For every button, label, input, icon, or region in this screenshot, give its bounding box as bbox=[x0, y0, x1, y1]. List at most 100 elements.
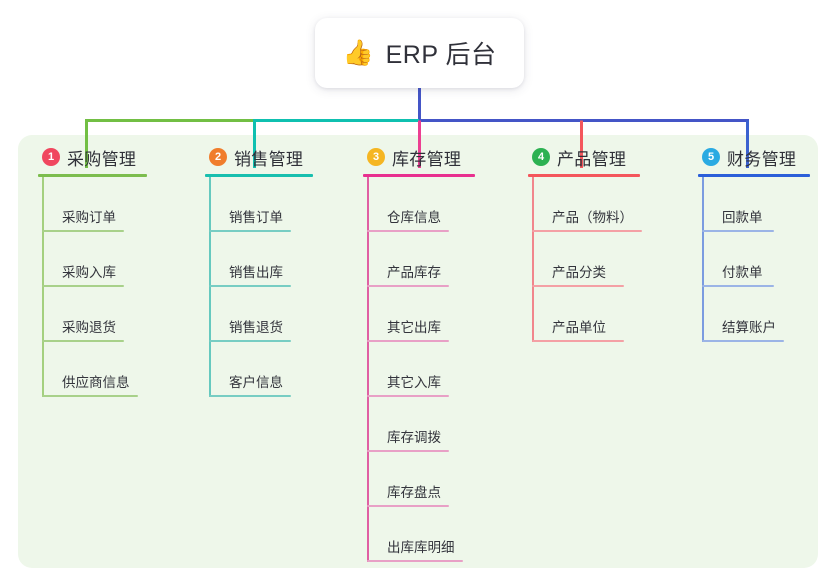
branch-item-label: 其它入库 bbox=[387, 375, 441, 391]
branch-item[interactable]: 产品（物料） bbox=[528, 177, 642, 232]
branch-item[interactable]: 回款单 bbox=[698, 177, 810, 232]
branch-item[interactable]: 出库库明细 bbox=[363, 507, 475, 562]
branch-item[interactable]: 销售订单 bbox=[205, 177, 313, 232]
branch-underline bbox=[528, 174, 640, 177]
branch-item[interactable]: 采购退货 bbox=[38, 287, 147, 342]
branch-item[interactable]: 销售退货 bbox=[205, 287, 313, 342]
branch-item-underline bbox=[367, 340, 449, 342]
branch-number-badge: 1 bbox=[42, 148, 60, 166]
branch-item[interactable]: 供应商信息 bbox=[38, 342, 147, 397]
branch-item-underline bbox=[209, 340, 291, 342]
branch-item-underline bbox=[367, 395, 449, 397]
branch-column-1[interactable]: 1 采购管理采购订单采购入库采购退货供应商信息 bbox=[38, 145, 147, 397]
branch-item[interactable]: 客户信息 bbox=[205, 342, 313, 397]
branch-item-underline bbox=[367, 560, 463, 562]
branch-column-3[interactable]: 3 库存管理仓库信息产品库存其它出库其它入库库存调拨库存盘点出库库明细 bbox=[363, 145, 475, 562]
branch-item-underline bbox=[532, 340, 624, 342]
branch-item-underline bbox=[42, 285, 124, 287]
branch-item[interactable]: 其它入库 bbox=[363, 342, 475, 397]
branch-item[interactable]: 库存调拨 bbox=[363, 397, 475, 452]
branch-item-list: 产品（物料） 产品分类产品单位 bbox=[528, 177, 642, 342]
branch-item-underline bbox=[209, 230, 291, 232]
branch-item-underline bbox=[42, 395, 138, 397]
branch-number-badge: 3 bbox=[367, 148, 385, 166]
branch-item-label: 销售出库 bbox=[229, 265, 283, 281]
branch-item[interactable]: 产品分类 bbox=[528, 232, 640, 287]
branch-item-underline bbox=[367, 285, 449, 287]
branch-item-label: 库存调拨 bbox=[387, 430, 441, 446]
branch-title: 销售管理 bbox=[234, 149, 304, 169]
branch-item-underline bbox=[209, 395, 291, 397]
branch-item-label: 采购入库 bbox=[62, 265, 116, 281]
branch-item[interactable]: 库存盘点 bbox=[363, 452, 475, 507]
branch-header-3[interactable]: 3 库存管理 bbox=[363, 145, 475, 169]
branch-item[interactable]: 结算账户 bbox=[698, 287, 810, 342]
branch-header-5[interactable]: 5 财务管理 bbox=[698, 145, 810, 169]
branch-item-label: 出库库明细 bbox=[387, 540, 455, 556]
branch-item[interactable]: 采购订单 bbox=[38, 177, 147, 232]
root-node[interactable]: 👍 ERP 后台 bbox=[315, 18, 524, 88]
branch-item[interactable]: 销售出库 bbox=[205, 232, 313, 287]
branch-item-label: 供应商信息 bbox=[62, 375, 130, 391]
branch-underline bbox=[205, 174, 313, 177]
branch-number-badge: 5 bbox=[702, 148, 720, 166]
branch-item-label: 付款单 bbox=[722, 265, 763, 281]
branch-item[interactable]: 仓库信息 bbox=[363, 177, 475, 232]
branch-item-list: 销售订单销售出库销售退货客户信息 bbox=[205, 177, 313, 397]
branch-item-underline bbox=[367, 450, 449, 452]
branch-item-label: 客户信息 bbox=[229, 375, 283, 391]
branch-title: 产品管理 bbox=[557, 149, 627, 169]
branch-item-label: 销售订单 bbox=[229, 210, 283, 226]
branch-item-list: 回款单付款单结算账户 bbox=[698, 177, 810, 342]
branch-title: 采购管理 bbox=[67, 149, 137, 169]
branch-item-underline bbox=[42, 230, 124, 232]
branch-item-underline bbox=[532, 285, 624, 287]
branch-item[interactable]: 其它出库 bbox=[363, 287, 475, 342]
branch-spine bbox=[42, 177, 44, 397]
branch-title: 库存管理 bbox=[392, 149, 462, 169]
branch-item-label: 产品（物料） bbox=[552, 210, 633, 226]
branch-item-label: 仓库信息 bbox=[387, 210, 441, 226]
branch-item-underline bbox=[702, 285, 774, 287]
branch-item-label: 结算账户 bbox=[722, 320, 776, 336]
branch-column-5[interactable]: 5 财务管理回款单付款单结算账户 bbox=[698, 145, 810, 342]
branch-item-underline bbox=[367, 230, 449, 232]
branch-item-list: 采购订单采购入库采购退货供应商信息 bbox=[38, 177, 147, 397]
branch-item-list: 仓库信息产品库存其它出库其它入库库存调拨库存盘点出库库明细 bbox=[363, 177, 475, 562]
branch-item-underline bbox=[702, 230, 774, 232]
branch-item-underline bbox=[702, 340, 784, 342]
branch-item[interactable]: 产品单位 bbox=[528, 287, 640, 342]
branch-item-label: 其它出库 bbox=[387, 320, 441, 336]
branch-item-label: 产品分类 bbox=[552, 265, 606, 281]
branch-item-underline bbox=[367, 505, 449, 507]
thumbs-up-icon: 👍 bbox=[342, 38, 374, 67]
branch-spine bbox=[209, 177, 211, 397]
branch-item-label: 产品单位 bbox=[552, 320, 606, 336]
branch-spine bbox=[702, 177, 704, 342]
branch-item-label: 采购订单 bbox=[62, 210, 116, 226]
branch-item-label: 销售退货 bbox=[229, 320, 283, 336]
branch-number-badge: 4 bbox=[532, 148, 550, 166]
branch-header-1[interactable]: 1 采购管理 bbox=[38, 145, 147, 169]
branch-header-4[interactable]: 4 产品管理 bbox=[528, 145, 640, 169]
branch-item[interactable]: 付款单 bbox=[698, 232, 810, 287]
branch-item-underline bbox=[532, 230, 642, 232]
branch-underline bbox=[698, 174, 810, 177]
branch-item[interactable]: 采购入库 bbox=[38, 232, 147, 287]
branch-header-2[interactable]: 2 销售管理 bbox=[205, 145, 313, 169]
branch-item[interactable]: 产品库存 bbox=[363, 232, 475, 287]
branch-spine bbox=[532, 177, 534, 342]
branch-spine bbox=[367, 177, 369, 562]
branch-item-label: 库存盘点 bbox=[387, 485, 441, 501]
branch-item-underline bbox=[42, 340, 124, 342]
branch-number-badge: 2 bbox=[209, 148, 227, 166]
diagram-background-panel bbox=[18, 135, 818, 568]
branch-underline bbox=[38, 174, 147, 177]
root-node-title: ERP 后台 bbox=[385, 41, 497, 69]
branch-column-4[interactable]: 4 产品管理产品（物料） 产品分类产品单位 bbox=[528, 145, 642, 342]
branch-column-2[interactable]: 2 销售管理销售订单销售出库销售退货客户信息 bbox=[205, 145, 313, 397]
branch-underline bbox=[363, 174, 475, 177]
branch-item-label: 产品库存 bbox=[387, 265, 441, 281]
branch-title: 财务管理 bbox=[727, 149, 797, 169]
